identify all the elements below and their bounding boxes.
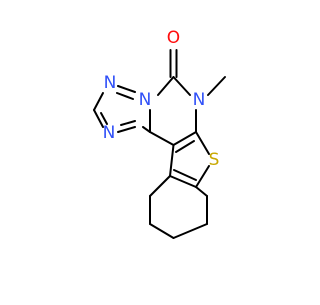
- bond-thiophene-2: [169, 144, 175, 177]
- bond-thiophene-1: [195, 131, 210, 155]
- bond-c-c-right: [172, 131, 197, 146]
- bond-thiophene-3-double: [173, 169, 197, 181]
- structure-diagram: O N N N N S: [93, 28, 226, 239]
- atom-n-triazole-bottom: N: [103, 123, 116, 143]
- bond-thiophene-4: [195, 165, 210, 188]
- bond-thiophene-3: [169, 175, 197, 188]
- bond-triazole-fused: [142, 126, 151, 133]
- bond-c-c-middle: [149, 131, 175, 146]
- bonds-layer: [93, 49, 226, 239]
- bond-cyclo-3: [149, 223, 175, 239]
- bond-c-c-right-double: [175, 140, 195, 153]
- atom-n-amide: N: [193, 90, 206, 110]
- bond-cyclo-4: [172, 223, 208, 239]
- bond-triazole-top-double: [116, 92, 134, 100]
- atoms-layer: O N N N N S: [103, 28, 220, 170]
- bond-cyclo-1: [149, 175, 171, 197]
- bond-triazole-right: [117, 126, 136, 133]
- bond-triazole-top: [117, 85, 136, 93]
- bond-n-methyl: [207, 76, 226, 96]
- atom-n-triazole-top: N: [104, 73, 117, 93]
- bond-c-n-amide: [172, 76, 191, 96]
- molecule-canvas: O N N N N S: [93, 28, 226, 239]
- bond-triazole-bottom: [93, 109, 104, 128]
- atom-sulfur: S: [209, 150, 220, 170]
- bond-cyclo-6: [195, 186, 208, 197]
- bond-c-n-fused: [157, 76, 175, 96]
- atom-oxygen: O: [167, 28, 180, 48]
- bond-triazole-left: [93, 92, 104, 111]
- atom-n-triazole-left: N: [139, 90, 152, 110]
- bond-triazole-bottom-double: [100, 112, 108, 125]
- bond-triazole-right-double: [120, 120, 136, 126]
